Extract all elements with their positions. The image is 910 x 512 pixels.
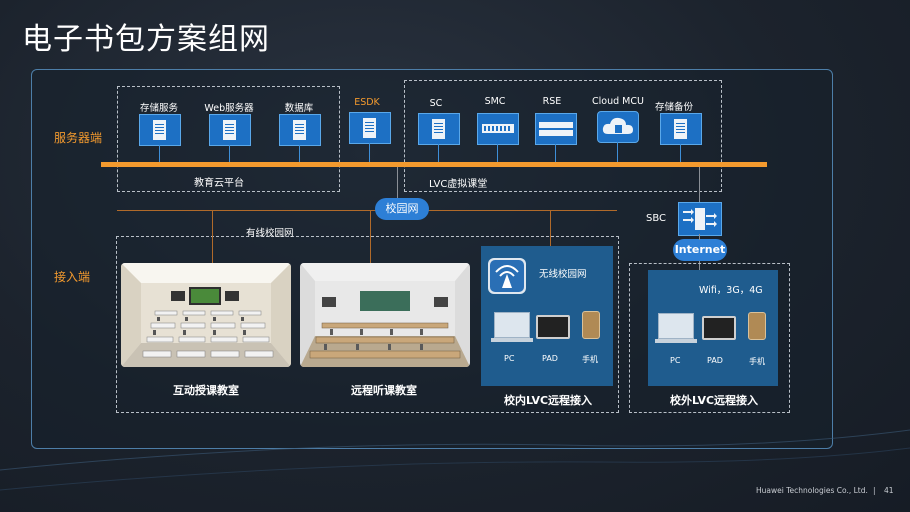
connector-line (550, 210, 551, 246)
interactive-classroom-caption: 互动授课教室 (173, 384, 239, 397)
server-icon (279, 114, 321, 146)
device-label-pc: PC (504, 354, 515, 363)
campus-network-line (117, 210, 617, 211)
backbone-bar (101, 162, 767, 167)
decorative-swoosh (0, 429, 910, 491)
interactive-classroom-image (121, 263, 291, 367)
rack-switch-icon (477, 113, 519, 145)
server-label-storage: 存储服务 (139, 103, 178, 114)
connector-line (699, 234, 700, 240)
page-title: 电子书包方案组网 (22, 22, 270, 57)
server-icon (349, 112, 391, 144)
tablet-icon (702, 316, 736, 340)
tablet-icon (536, 315, 570, 339)
pc-icon (655, 313, 697, 343)
rack-device-icon (535, 113, 577, 145)
connector-line (229, 145, 230, 163)
campus-net-cloud: 校园网 (375, 198, 429, 220)
page-number: 41 (884, 486, 894, 495)
footer-company: Huawei Technologies Co., Ltd. (756, 486, 868, 495)
server-label-database: 数据库 (284, 103, 314, 114)
device-label-phone: 手机 (749, 357, 765, 366)
edu-cloud-group (117, 86, 340, 192)
server-label-smc: SMC (484, 96, 506, 107)
inside-access-caption: 校内LVC远程接入 (503, 394, 593, 407)
connector-line (555, 144, 556, 163)
device-label-pc: PC (670, 356, 681, 365)
pc-icon (491, 312, 533, 342)
wired-campus-label: 有线校园网 (246, 228, 294, 239)
server-icon (660, 113, 702, 145)
server-icon (139, 114, 181, 146)
server-side-label: 服务器端 (54, 131, 103, 145)
device-label-phone: 手机 (582, 355, 598, 364)
edu-cloud-label: 教育云平台 (194, 178, 244, 189)
lvc-classroom-label: LVC虚拟课堂 (429, 179, 488, 190)
connector-line (699, 261, 700, 270)
server-label-cloud-mcu: Cloud MCU (592, 96, 644, 107)
connector-line (159, 145, 160, 163)
remote-classroom-caption: 远程听课教室 (351, 384, 417, 397)
connector-line (397, 167, 398, 201)
remote-classroom-image (300, 263, 470, 367)
cloud-server-icon (597, 111, 639, 143)
lvc-classroom-group (404, 80, 722, 192)
connector-line (699, 167, 700, 203)
outside-access-group (629, 263, 790, 413)
sbc-label: SBC (646, 213, 667, 224)
connector-line (369, 143, 370, 163)
connector-line (497, 144, 498, 163)
access-side-label: 接入端 (54, 270, 91, 284)
connector-line (299, 145, 300, 163)
server-label-web: Web服务器 (204, 103, 254, 114)
wireless-campus-label: 无线校园网 (539, 269, 587, 280)
wifi-3g-4g-label: Wifi，3G，4G (699, 285, 763, 296)
internet-cloud: Internet (673, 239, 727, 261)
device-label-pad: PAD (542, 354, 558, 363)
footer-separator: | (873, 486, 876, 495)
internet-label: Internet (674, 243, 726, 256)
server-icon (209, 114, 251, 146)
sbc-icon (678, 202, 722, 236)
connector-line (370, 210, 371, 264)
server-label-rse: RSE (542, 96, 562, 107)
wired-campus-group (116, 236, 619, 413)
connector-line (212, 210, 213, 264)
device-label-pad: PAD (707, 356, 723, 365)
server-label-esdk: ESDK (354, 97, 380, 108)
connector-line (438, 144, 439, 163)
server-icon (418, 113, 460, 145)
phone-icon (582, 311, 600, 339)
wireless-ap-icon (488, 258, 526, 294)
server-label-backup: 存储备份 (654, 102, 693, 113)
connector-line (617, 142, 618, 163)
campus-net-label: 校园网 (385, 202, 419, 215)
outside-access-caption: 校外LVC远程接入 (669, 394, 759, 407)
phone-icon (748, 312, 766, 340)
server-label-sc: SC (429, 98, 443, 109)
connector-line (680, 144, 681, 163)
